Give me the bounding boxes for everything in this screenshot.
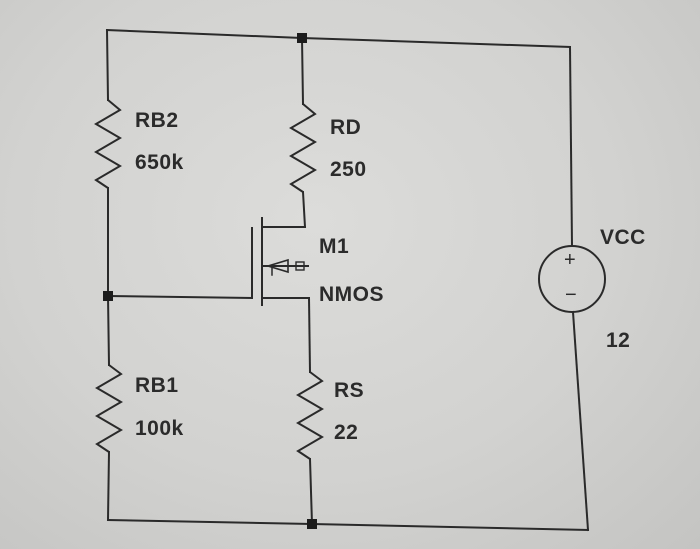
rs-value-label: 22 (334, 421, 359, 444)
rb2-name-label: RB2 (135, 109, 179, 132)
nmos-transistor (261, 217, 310, 306)
vcc-negative-wire (571, 310, 590, 532)
bottom-rail-wire (106, 518, 590, 532)
top-rail-wire (105, 28, 572, 49)
rd-resistor (289, 103, 317, 193)
rd-value-label: 250 (330, 158, 367, 181)
top-junction-node (297, 33, 307, 43)
rb1-resistor (95, 364, 123, 453)
rb1-bottom-wire (106, 450, 111, 522)
rb1-top-wire (106, 294, 111, 367)
rb1-value-label: 100k (135, 417, 184, 440)
m1-name-label: M1 (319, 235, 350, 258)
gate-junction-node (103, 291, 113, 301)
rb2-top-wire (105, 28, 110, 102)
vcc-name-label: VCC (600, 226, 646, 249)
voltage-source (538, 245, 606, 313)
gate-wire (106, 294, 254, 300)
vcc-value-label: 12 (606, 329, 631, 352)
rb1-name-label: RB1 (135, 374, 179, 397)
vcc-positive-wire (568, 45, 574, 248)
rd-top-wire (300, 36, 305, 106)
rb2-value-label: 650k (135, 151, 184, 174)
drain-wire (301, 190, 307, 229)
vcc-minus-sign: − (565, 284, 578, 306)
source-wire (307, 296, 312, 374)
m1-model-label: NMOS (319, 283, 384, 306)
bottom-junction-node (307, 519, 317, 529)
rd-name-label: RD (330, 116, 362, 139)
rs-name-label: RS (334, 379, 365, 402)
rb2-resistor (94, 99, 122, 189)
vcc-plus-sign: + (564, 249, 577, 271)
rs-bottom-wire (308, 457, 314, 526)
rs-resistor (296, 371, 324, 460)
